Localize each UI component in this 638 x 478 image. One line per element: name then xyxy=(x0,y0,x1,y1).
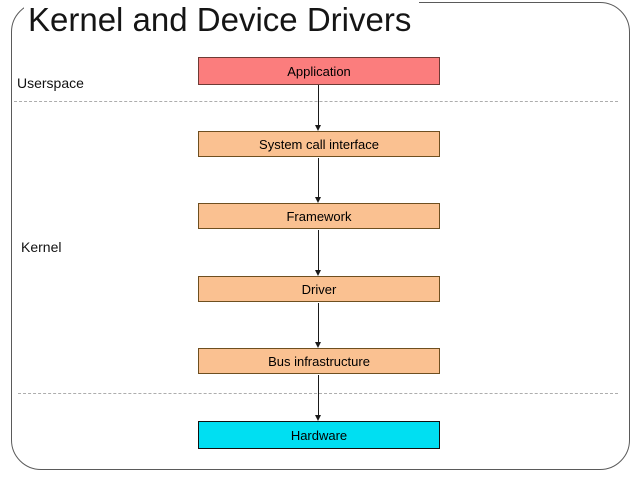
arrow-shaft xyxy=(318,85,319,125)
arrow-application-to-syscall-icon xyxy=(315,85,322,131)
node-hardware: Hardware xyxy=(198,421,440,449)
node-label: Application xyxy=(287,63,351,79)
arrowhead-down-icon xyxy=(315,270,321,276)
arrow-shaft xyxy=(318,375,319,415)
arrow-shaft xyxy=(318,158,319,197)
arrow-bus-to-hardware-icon xyxy=(315,375,322,421)
arrow-shaft xyxy=(318,303,319,342)
node-system-call-interface: System call interface xyxy=(198,131,440,157)
node-label: System call interface xyxy=(259,136,379,152)
userspace-kernel-separator xyxy=(14,101,618,102)
arrow-syscall-to-framework-icon xyxy=(315,158,322,203)
node-label: Hardware xyxy=(290,427,348,443)
node-label: Bus infrastructure xyxy=(268,353,370,369)
userspace-label: Userspace xyxy=(17,75,84,91)
node-driver: Driver xyxy=(198,276,440,302)
node-framework: Framework xyxy=(198,203,440,229)
arrowhead-down-icon xyxy=(315,415,321,421)
node-application: Application xyxy=(198,57,440,85)
arrow-shaft xyxy=(318,230,319,270)
slide-title: Kernel and Device Drivers xyxy=(24,0,420,40)
arrowhead-down-icon xyxy=(315,197,321,203)
arrow-driver-to-bus-icon xyxy=(315,303,322,348)
arrowhead-down-icon xyxy=(315,125,321,131)
node-label: Framework xyxy=(286,208,352,224)
node-label: Driver xyxy=(301,281,337,297)
arrowhead-down-icon xyxy=(315,342,321,348)
arrow-framework-to-driver-icon xyxy=(315,230,322,276)
kernel-label: Kernel xyxy=(21,239,62,255)
node-bus-infrastructure: Bus infrastructure xyxy=(198,348,440,374)
